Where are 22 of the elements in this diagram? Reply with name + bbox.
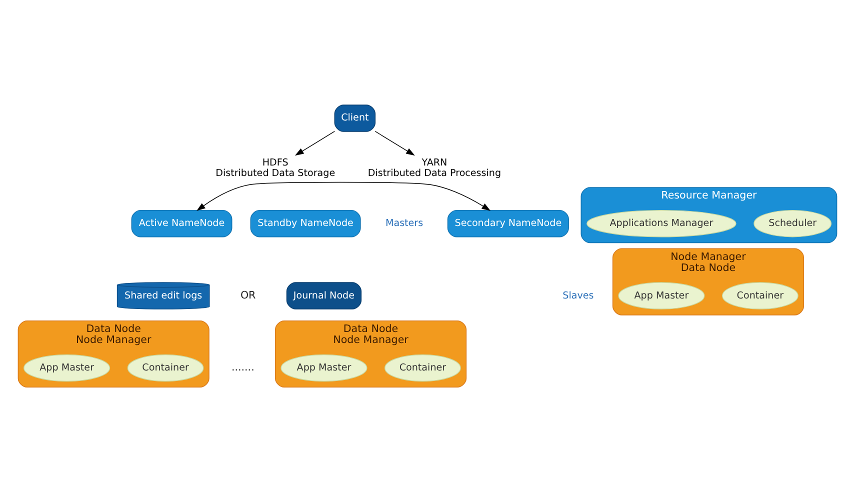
node-box: Active NameNode [131,209,232,237]
node-box: Journal Node [286,282,362,309]
node-box: Secondary NameNode [447,209,569,237]
arrow [374,130,415,156]
node-ellipse: App Master [24,354,110,382]
label: OR [240,289,256,302]
node-ellipse: Container [722,282,798,309]
node-box: Client [334,104,376,132]
label: ....... [231,361,254,374]
node-ellipse: Container [127,354,204,382]
label: Slaves [562,290,594,301]
node-ellipse: App Master [618,282,705,309]
label: Masters [385,218,424,229]
node-box: Standby NameNode [250,209,361,237]
node-ellipse: Applications Manager [586,209,736,237]
arrow [294,130,335,156]
arrow [196,181,491,210]
node-text: HDFS Distributed Data Storage [216,157,336,178]
node-ellipse: Container [384,354,461,382]
node-text: YARN Distributed Data Processing [368,157,502,178]
node-ellipse: App Master [280,354,368,382]
node-ellipse: Scheduler [754,209,832,237]
